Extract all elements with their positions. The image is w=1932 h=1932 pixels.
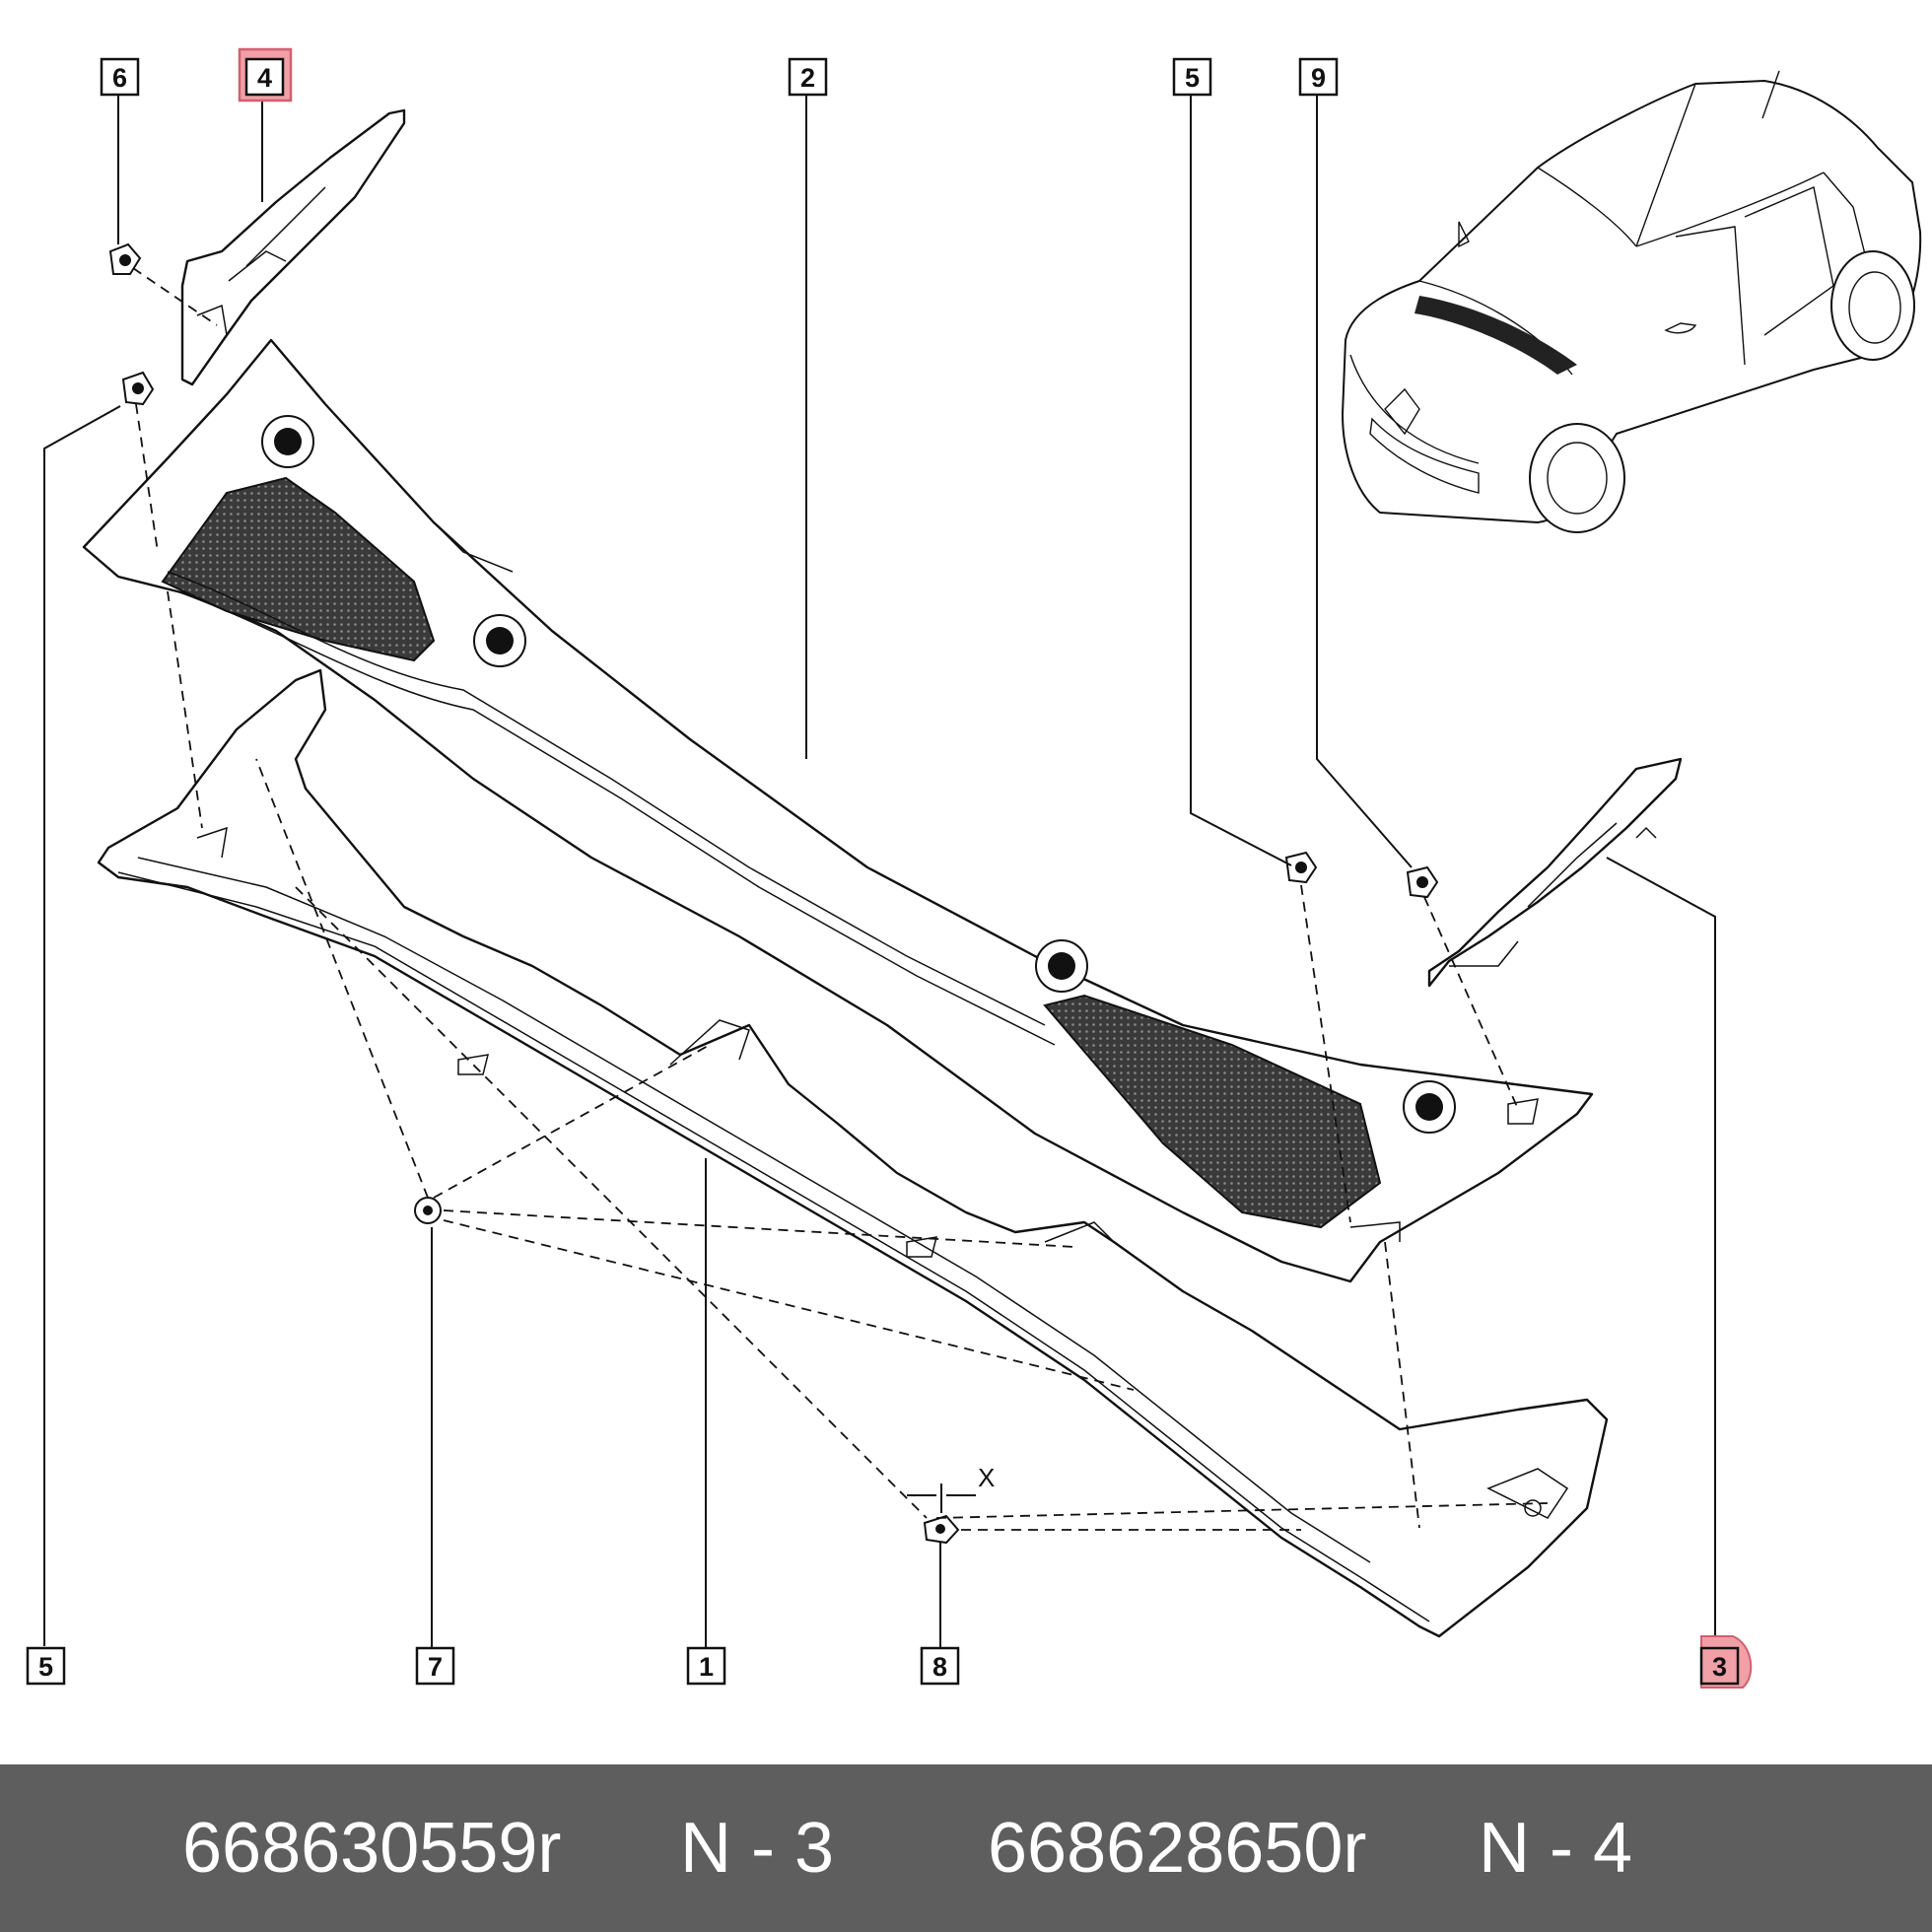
dimension-label: X bbox=[978, 1463, 995, 1492]
fastener-8 bbox=[923, 1514, 960, 1545]
svg-text:4: 4 bbox=[257, 63, 272, 93]
part-3-cowl-side-trim-right bbox=[1427, 757, 1683, 988]
svg-text:1: 1 bbox=[699, 1652, 714, 1682]
callout-5-top: 5 bbox=[1172, 57, 1212, 97]
fastener-5-right bbox=[1284, 851, 1318, 884]
fastener-5-left bbox=[121, 371, 155, 406]
part1-number: 668630559r bbox=[182, 1809, 562, 1888]
svg-text:2: 2 bbox=[800, 63, 815, 93]
callout-2: 2 bbox=[788, 57, 828, 97]
part-2-cowl-grille-upper bbox=[82, 338, 1594, 1283]
svg-text:5: 5 bbox=[1185, 63, 1200, 93]
part-4-cowl-side-trim-left bbox=[180, 108, 406, 386]
svg-text:7: 7 bbox=[428, 1652, 443, 1682]
svg-text:6: 6 bbox=[112, 63, 127, 93]
svg-text:9: 9 bbox=[1311, 63, 1326, 93]
callout-8: 8 bbox=[920, 1646, 960, 1686]
svg-text:8: 8 bbox=[932, 1652, 947, 1682]
part-number-footer: 668630559r N - 3 668628650r N - 4 bbox=[0, 1764, 1932, 1932]
dimension-x: X bbox=[907, 1463, 995, 1513]
part1-ref: N - 3 bbox=[680, 1809, 835, 1888]
vehicle-location-illustration bbox=[1342, 70, 1922, 533]
part2-number: 668628650r bbox=[988, 1809, 1367, 1888]
callout-4: 4 bbox=[238, 47, 293, 103]
callout-6: 6 bbox=[100, 57, 140, 97]
callout-1: 1 bbox=[686, 1646, 726, 1686]
fastener-9 bbox=[1406, 865, 1439, 899]
assembly-lines bbox=[132, 267, 1549, 1531]
svg-text:3: 3 bbox=[1712, 1652, 1727, 1682]
part-1-cowl-panel-lower bbox=[97, 668, 1609, 1638]
parts-diagram: X 6 4 2 5 9 5 7 bbox=[26, 47, 1922, 1689]
callout-5-left: 5 bbox=[26, 1646, 66, 1686]
leader-lines bbox=[43, 95, 1716, 1648]
callout-7: 7 bbox=[415, 1646, 455, 1686]
part2-ref: N - 4 bbox=[1479, 1809, 1633, 1888]
callout-3: 3 bbox=[1699, 1635, 1753, 1689]
svg-text:5: 5 bbox=[38, 1652, 53, 1682]
fastener-7 bbox=[414, 1197, 442, 1224]
fastener-6 bbox=[108, 242, 142, 275]
callout-9: 9 bbox=[1298, 57, 1339, 97]
